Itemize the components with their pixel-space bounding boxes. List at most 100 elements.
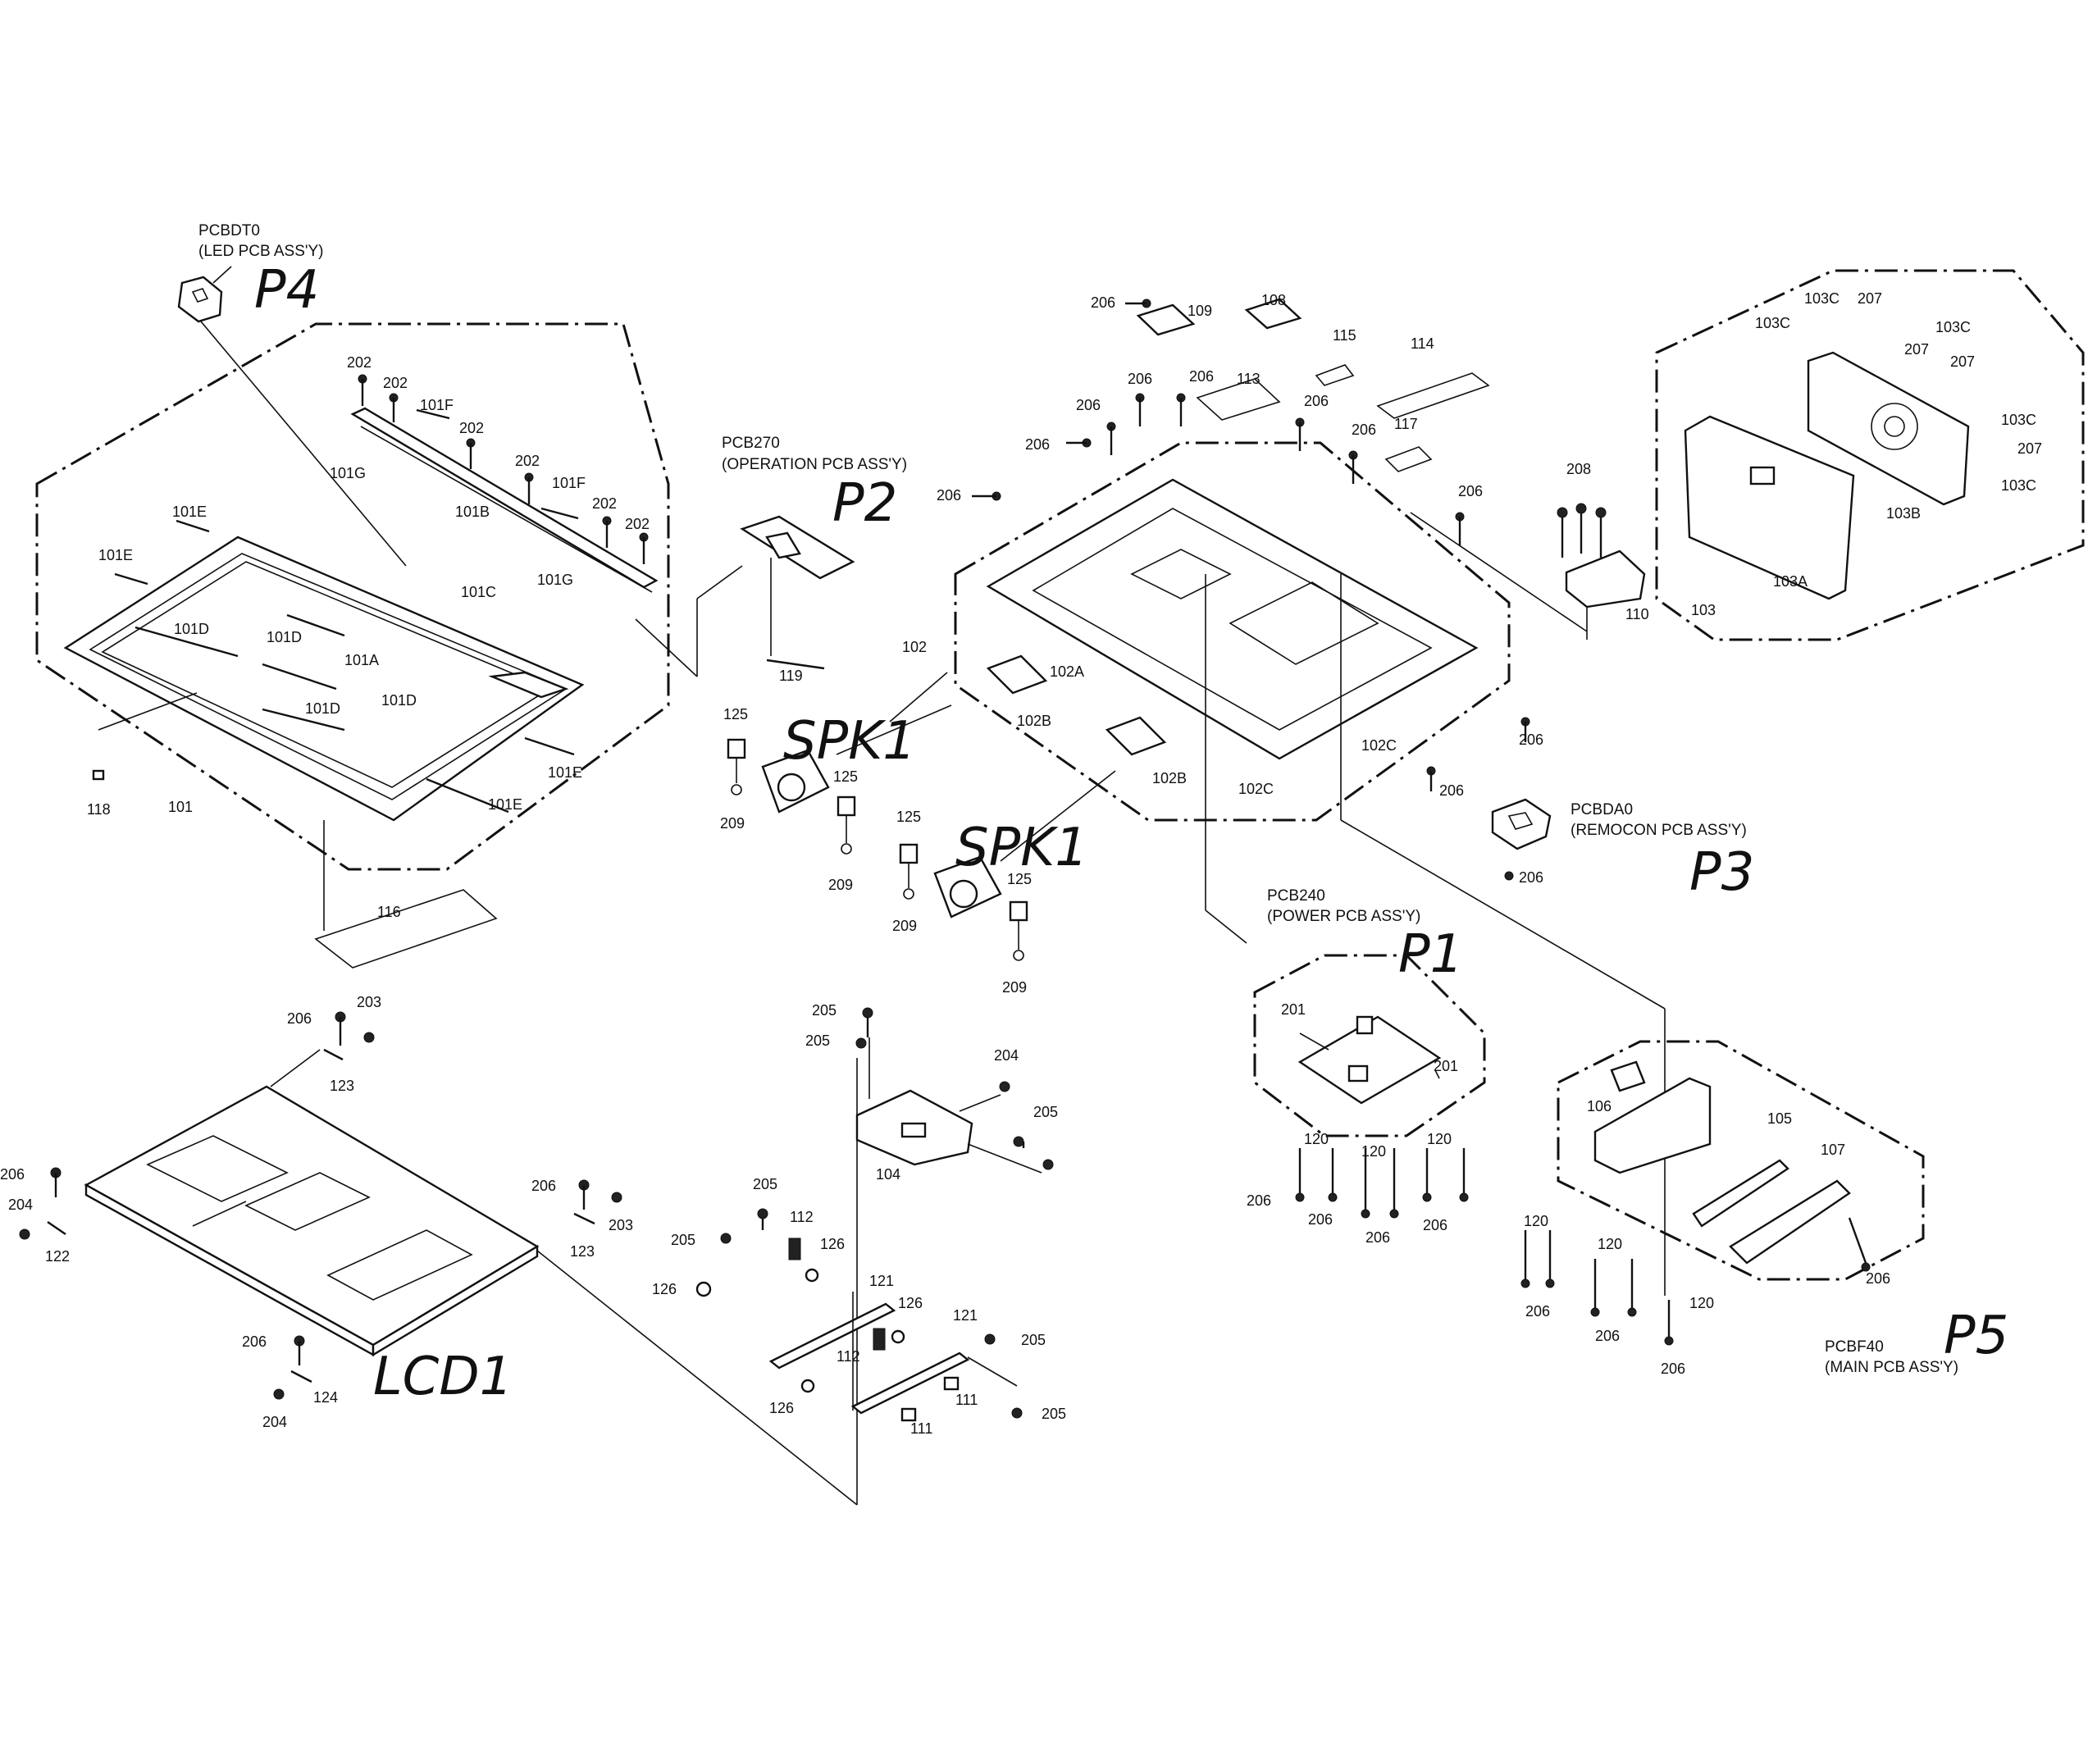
- terminal-107: [1729, 1179, 1851, 1265]
- callout: 206: [1661, 1361, 1685, 1377]
- callout: 116: [377, 904, 401, 920]
- sheet-113: [1196, 378, 1281, 421]
- callout: 209: [720, 815, 745, 832]
- callout: 103C: [1804, 290, 1840, 307]
- lcd-chassis-group: [19, 1011, 858, 1506]
- callout: 120: [1524, 1213, 1548, 1229]
- callout: 124: [313, 1389, 338, 1406]
- callout: 101F: [420, 397, 454, 413]
- operation-assembly-name: (OPERATION PCB ASS'Y): [722, 456, 907, 473]
- callout: 103A: [1773, 573, 1808, 590]
- callout: 206: [1365, 1229, 1390, 1246]
- callout: 101C: [461, 584, 496, 600]
- operation-assembly-code: PCB270: [722, 435, 780, 452]
- callout: 102B: [1017, 713, 1051, 729]
- callout: 209: [1002, 979, 1027, 996]
- power-assembly-name: (POWER PCB ASS'Y): [1267, 908, 1420, 925]
- callout: 122: [45, 1248, 70, 1265]
- callout: 101D: [174, 621, 209, 637]
- callout: 121: [953, 1307, 978, 1324]
- callout: 125: [723, 706, 748, 722]
- callout: 205: [671, 1232, 695, 1248]
- callout: 206: [937, 487, 961, 504]
- stand-cover-103A: [1684, 415, 1855, 600]
- callout: 126: [898, 1295, 923, 1311]
- operation-pcb-board: [740, 515, 855, 580]
- callout: 120: [1689, 1295, 1714, 1311]
- screw-group-lcd: [19, 1011, 622, 1400]
- callout: 202: [347, 354, 372, 371]
- callout: 203: [357, 994, 381, 1010]
- remocon-assembly-name: (REMOCON PCB ASS'Y): [1571, 822, 1747, 839]
- front-cabinet-group: [35, 266, 670, 969]
- main-pcb-group: [1520, 1040, 1925, 1346]
- callout: 207: [2017, 440, 2042, 457]
- main-assembly-name: (MAIN PCB ASS'Y): [1825, 1359, 1958, 1376]
- callout: 126: [652, 1281, 677, 1297]
- callout: 205: [805, 1032, 830, 1049]
- speakers-group: [727, 704, 1116, 961]
- rail-121a: [768, 1302, 896, 1370]
- sheet-114: [1376, 372, 1490, 419]
- callout: 115: [1333, 327, 1356, 344]
- cover-108: [1244, 298, 1302, 330]
- callout: 125: [1007, 871, 1032, 887]
- lcd-mesh-panel: [244, 1172, 371, 1231]
- callout: 111: [910, 1420, 932, 1437]
- callout: 207: [1858, 290, 1882, 307]
- callout: 202: [515, 453, 540, 469]
- power-pcb-boundary: [1253, 954, 1486, 1137]
- callout: 204: [262, 1414, 287, 1430]
- front-cabinet-boundary: [35, 322, 670, 871]
- callout: 206: [1519, 732, 1543, 748]
- callout: 119: [779, 668, 803, 684]
- callout: 206: [1519, 869, 1543, 886]
- callout: 202: [625, 516, 650, 532]
- callout: 110: [1625, 606, 1649, 622]
- bracket-105: [1692, 1159, 1789, 1228]
- callout: 202: [459, 420, 484, 436]
- main-pcb-board: [1593, 1077, 1712, 1174]
- callout: 107: [1821, 1142, 1845, 1158]
- callout: 102C: [1361, 737, 1397, 754]
- led-assembly-mark: P4: [254, 260, 319, 321]
- callout: 207: [1950, 353, 1975, 370]
- screw-group-206-main: [1520, 1217, 1871, 1346]
- callout: 204: [994, 1047, 1019, 1064]
- screw-group-208: [1557, 503, 1607, 558]
- callout: 112: [790, 1209, 814, 1225]
- callout: 206: [531, 1178, 556, 1194]
- callout: 101E: [548, 764, 582, 781]
- callout: 103B: [1886, 505, 1921, 522]
- callout: 101A: [344, 652, 379, 668]
- stand-group: [1410, 269, 2085, 641]
- power-assembly-mark: P1: [1398, 924, 1463, 985]
- speaker-grille-102B-a: [986, 654, 1048, 695]
- callout: 206: [242, 1333, 267, 1350]
- callout: 120: [1361, 1143, 1386, 1160]
- screw-group-205: [720, 1007, 1054, 1419]
- callout: 206: [1458, 483, 1483, 499]
- callout: 123: [570, 1243, 595, 1260]
- cable-116: [314, 889, 498, 969]
- callout: 101D: [267, 629, 302, 645]
- callout: 101E: [172, 504, 207, 520]
- callout: 206: [1076, 397, 1101, 413]
- callout: 102B: [1152, 770, 1187, 786]
- callout: 205: [753, 1176, 777, 1192]
- callout: 206: [1025, 436, 1050, 453]
- callout: 126: [820, 1236, 845, 1252]
- callout: 206: [1595, 1328, 1620, 1344]
- callout: 205: [812, 1002, 837, 1019]
- callout: 209: [828, 877, 853, 893]
- callout: 101: [168, 799, 193, 815]
- callout: 209: [892, 918, 917, 934]
- callout: 111: [955, 1392, 978, 1408]
- callout: 205: [1033, 1104, 1058, 1120]
- callout: 101G: [330, 465, 366, 481]
- callout: 205: [1021, 1332, 1046, 1348]
- main-assembly-mark: P5: [1944, 1306, 2008, 1366]
- callout: 125: [896, 809, 921, 825]
- callout: 206: [0, 1166, 25, 1183]
